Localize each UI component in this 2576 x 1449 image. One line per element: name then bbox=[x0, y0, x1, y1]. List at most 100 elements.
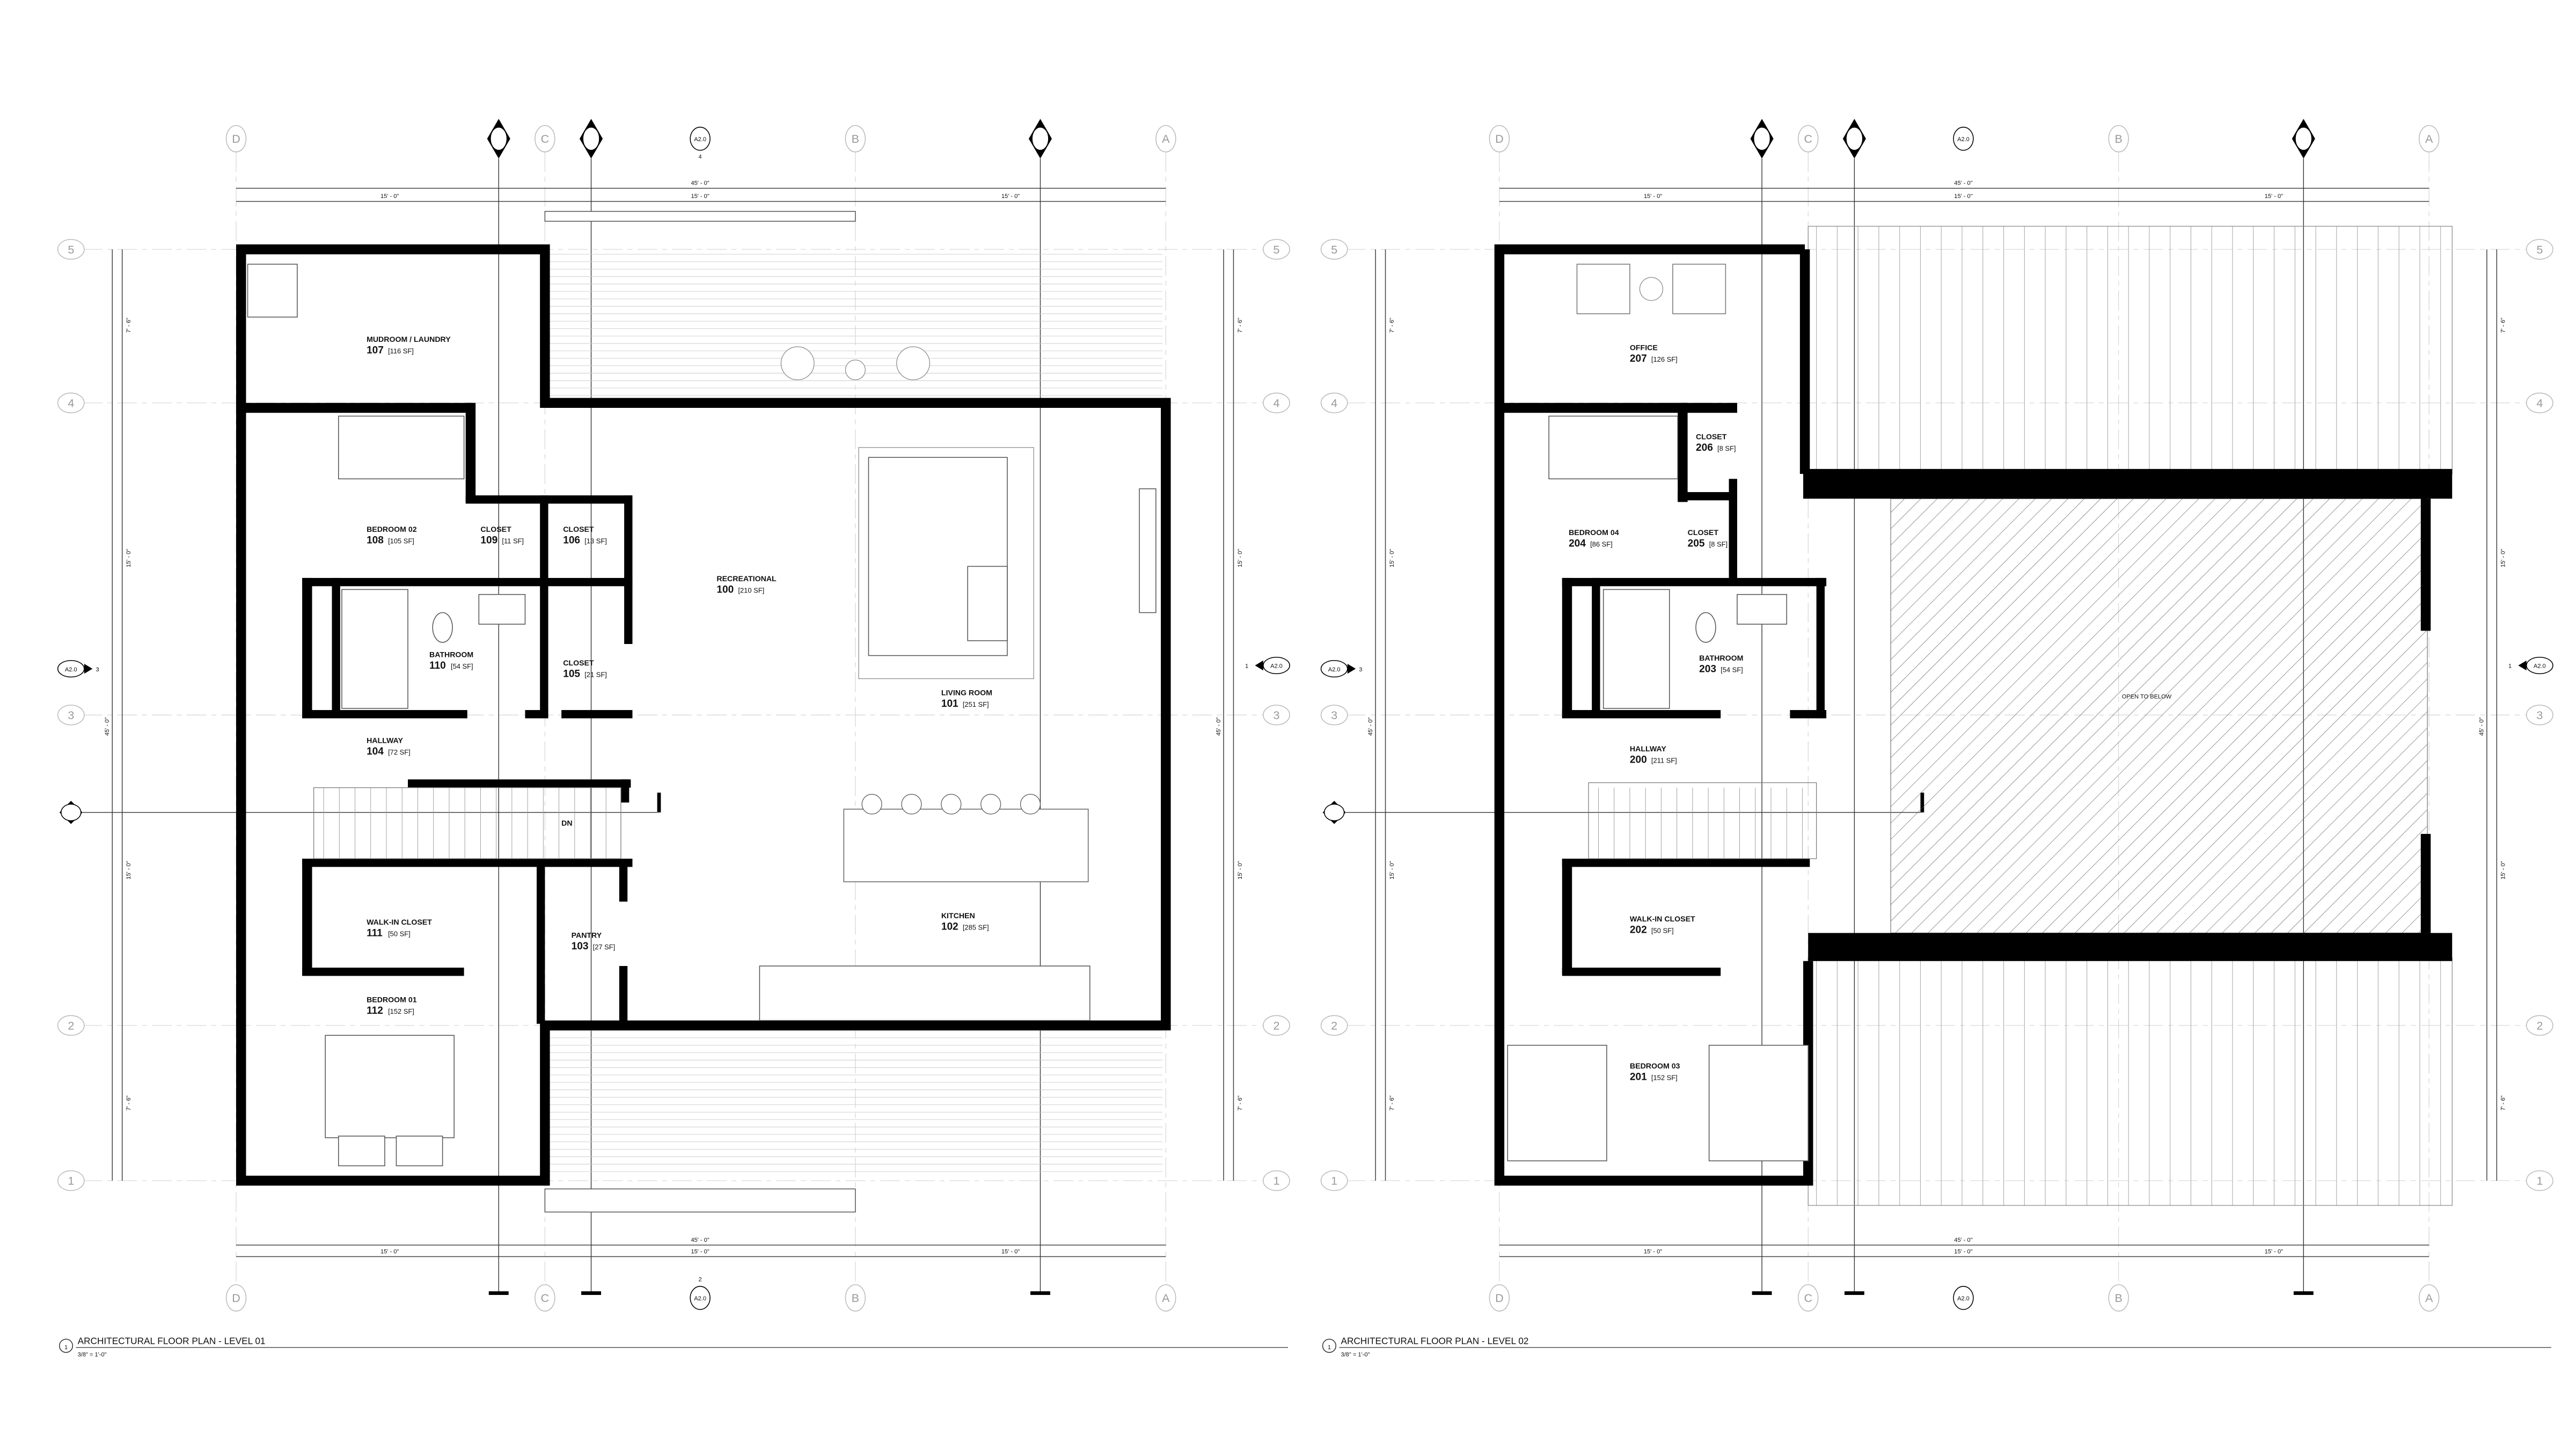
elevation-marker-bottom bbox=[690, 1286, 711, 1310]
nightstand bbox=[396, 1136, 443, 1167]
room-name: MUDROOM / LAUNDRY bbox=[367, 335, 451, 343]
grid-label-row: 1 bbox=[2536, 1175, 2543, 1188]
dimension-bay: 15' - 0" bbox=[126, 549, 132, 567]
room-name: PANTRY bbox=[572, 931, 602, 940]
grid-bubble bbox=[2108, 1284, 2129, 1312]
toilet bbox=[432, 612, 453, 643]
interior-wall bbox=[537, 859, 545, 1024]
dimension-bay: 15' - 0" bbox=[1237, 861, 1243, 879]
dimension-bay: 15' - 0" bbox=[2265, 193, 2283, 200]
interior-wall bbox=[1562, 859, 1572, 975]
elevation-number: 3 bbox=[1359, 667, 1362, 673]
room-number: 105 bbox=[563, 669, 580, 680]
dimension-overall: 45' - 0" bbox=[691, 180, 709, 187]
grid-bubble bbox=[57, 1015, 85, 1036]
room-number: 107 bbox=[367, 345, 384, 356]
room-name: KITCHEN bbox=[941, 911, 975, 920]
room-name: BEDROOM 03 bbox=[1630, 1062, 1680, 1070]
grid-label-row: 3 bbox=[1331, 709, 1337, 722]
grid-label-row: 4 bbox=[1331, 397, 1337, 409]
room-name: WALK-IN CLOSET bbox=[1630, 914, 1695, 923]
interior-wall bbox=[332, 577, 340, 715]
dimension-bay: 7' - 6" bbox=[1389, 1095, 1395, 1110]
vanity-sink bbox=[478, 594, 526, 625]
shower bbox=[1602, 589, 1670, 709]
elevation-arrow-icon bbox=[1255, 660, 1263, 671]
vanity-sink bbox=[1737, 594, 1788, 625]
room-number: 112 bbox=[367, 1005, 383, 1016]
interior-wall bbox=[1562, 859, 1810, 867]
kitchen-island bbox=[843, 808, 1089, 882]
stair bbox=[313, 787, 621, 859]
grid-bubble bbox=[225, 125, 247, 152]
interior-wall bbox=[1499, 402, 1737, 413]
dimension-bay: 15' - 0" bbox=[691, 1248, 709, 1255]
grid-bubble bbox=[1263, 392, 1290, 414]
dimension-bay: 15' - 0" bbox=[1389, 861, 1395, 879]
deck-step bbox=[544, 211, 856, 222]
view-title: ARCHITECTURAL FLOOR PLAN - LEVEL 01 bbox=[78, 1336, 266, 1346]
section-marker-bubble bbox=[490, 127, 508, 151]
dimension-bay: 7' - 6" bbox=[1237, 318, 1243, 333]
room-area: [50 SF] bbox=[388, 930, 411, 938]
dimension-bay: 15' - 0" bbox=[1001, 1248, 1020, 1255]
grid-label-column: C bbox=[541, 1292, 550, 1305]
interior-wall bbox=[1562, 577, 1572, 719]
room-name: BATHROOM bbox=[1699, 654, 1743, 662]
elevation-marker-top bbox=[1953, 127, 1974, 151]
bar-stool bbox=[980, 794, 1001, 815]
interior-wall bbox=[302, 859, 633, 867]
dimension-overall: 45' - 0" bbox=[2479, 718, 2485, 736]
interior-wall bbox=[619, 859, 628, 902]
bar-stool bbox=[901, 794, 922, 815]
grid-bubble bbox=[845, 1284, 866, 1312]
dimension-bay: 7' - 6" bbox=[1389, 318, 1395, 333]
dimension-bay: 15' - 0" bbox=[2500, 861, 2507, 879]
toilet bbox=[1695, 612, 1716, 643]
dimension-bay: 7' - 6" bbox=[1237, 1095, 1243, 1110]
grid-label-row: 3 bbox=[1273, 709, 1279, 722]
dimension-bay: 15' - 0" bbox=[380, 1248, 399, 1255]
grid-label-column: C bbox=[541, 133, 550, 145]
room-number: 102 bbox=[941, 921, 958, 932]
room-number: 111 bbox=[367, 928, 383, 939]
elevation-arrow-icon bbox=[84, 663, 93, 674]
view-callout-circle bbox=[1322, 1338, 1336, 1353]
room-area: [54 SF] bbox=[451, 662, 473, 670]
room-area: [21 SF] bbox=[584, 671, 607, 679]
view-scale: 3/8" = 1'-0" bbox=[78, 1352, 107, 1358]
grid-bubble bbox=[1798, 1284, 1819, 1312]
office-chair bbox=[1672, 264, 1726, 314]
section-marker-bubble bbox=[1323, 803, 1345, 822]
room-area: [251 SF] bbox=[963, 700, 989, 708]
bed bbox=[325, 1035, 455, 1138]
room-name: BEDROOM 02 bbox=[367, 525, 417, 533]
room-number: 207 bbox=[1630, 353, 1647, 364]
grid-label-column: D bbox=[232, 1292, 240, 1305]
view-callout-number: 1 bbox=[1328, 1344, 1331, 1351]
section-cut-end bbox=[1844, 1291, 1864, 1295]
grid-bubble bbox=[57, 392, 85, 414]
room-area: [86 SF] bbox=[1590, 540, 1613, 548]
room-name: CLOSET bbox=[1688, 528, 1719, 537]
dimension-bay: 15' - 0" bbox=[1001, 193, 1020, 200]
room-name: CLOSET bbox=[563, 658, 594, 667]
section-cut-end bbox=[1030, 1291, 1050, 1295]
room-area: [72 SF] bbox=[388, 748, 411, 756]
grid-bubble bbox=[2418, 1284, 2440, 1312]
grid-label-row: 1 bbox=[1331, 1175, 1337, 1188]
room-area: [50 SF] bbox=[1651, 926, 1674, 934]
office-chair bbox=[1576, 264, 1630, 314]
lounge-chair bbox=[780, 346, 815, 380]
